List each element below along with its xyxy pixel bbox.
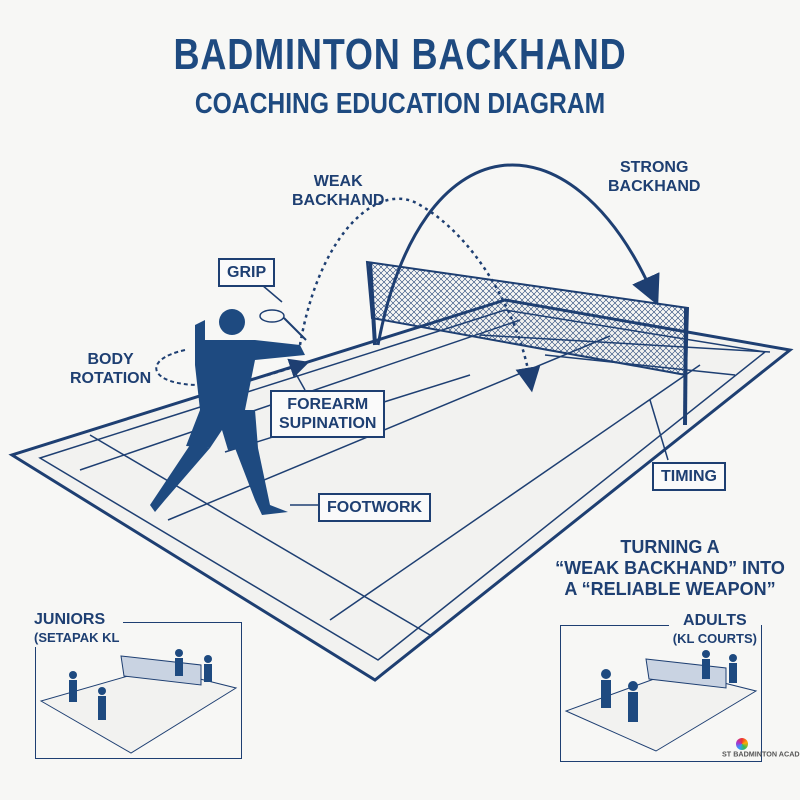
inset-title-text: ADULTS bbox=[683, 612, 747, 629]
inset-subtitle-text: (KL COURTS) bbox=[672, 631, 757, 646]
logo-text: ST BADMINTON ACADEMY bbox=[722, 750, 800, 758]
weak-backhand-arc bbox=[298, 197, 541, 393]
inset-title-text: JUNIORS bbox=[34, 611, 106, 628]
player-silhouette bbox=[150, 309, 307, 515]
net-post bbox=[683, 307, 688, 426]
inset-juniors-title: JUNIORS (SETAPAK KL bbox=[34, 611, 124, 647]
inset-subtitle-text: (SETAPAK KL bbox=[34, 630, 120, 645]
label-body-rotation: BODY ROTATION bbox=[70, 351, 152, 387]
page-subtitle: COACHING EDUCATION DIAGRAM bbox=[194, 88, 606, 120]
inset-juniors: JUNIORS (SETAPAK KL bbox=[34, 611, 242, 759]
label-footwork: FOOTWORK bbox=[318, 493, 432, 522]
strong-backhand-arc bbox=[376, 163, 660, 346]
label-weak-backhand: WEAK BACKHAND bbox=[292, 173, 385, 209]
net bbox=[365, 260, 690, 426]
tagline: TURNING A “WEAK BACKHAND” INTO A “RELIAB… bbox=[555, 537, 785, 599]
label-strong-backhand: STRONG BACKHAND bbox=[608, 159, 701, 195]
label-grip: GRIP bbox=[218, 258, 276, 287]
label-timing: TIMING bbox=[652, 462, 726, 491]
page-title: BADMINTON BACKHAND bbox=[173, 30, 627, 79]
inset-adults: ADULTS (KL COURTS) bbox=[560, 612, 762, 762]
label-forearm-supination: FOREARM SUPINATION bbox=[270, 390, 386, 438]
inset-adults-title: ADULTS (KL COURTS) bbox=[668, 612, 761, 648]
academy-logo: ST BADMINTON ACADEMY bbox=[722, 738, 800, 770]
logo-swirl-icon bbox=[736, 738, 748, 750]
